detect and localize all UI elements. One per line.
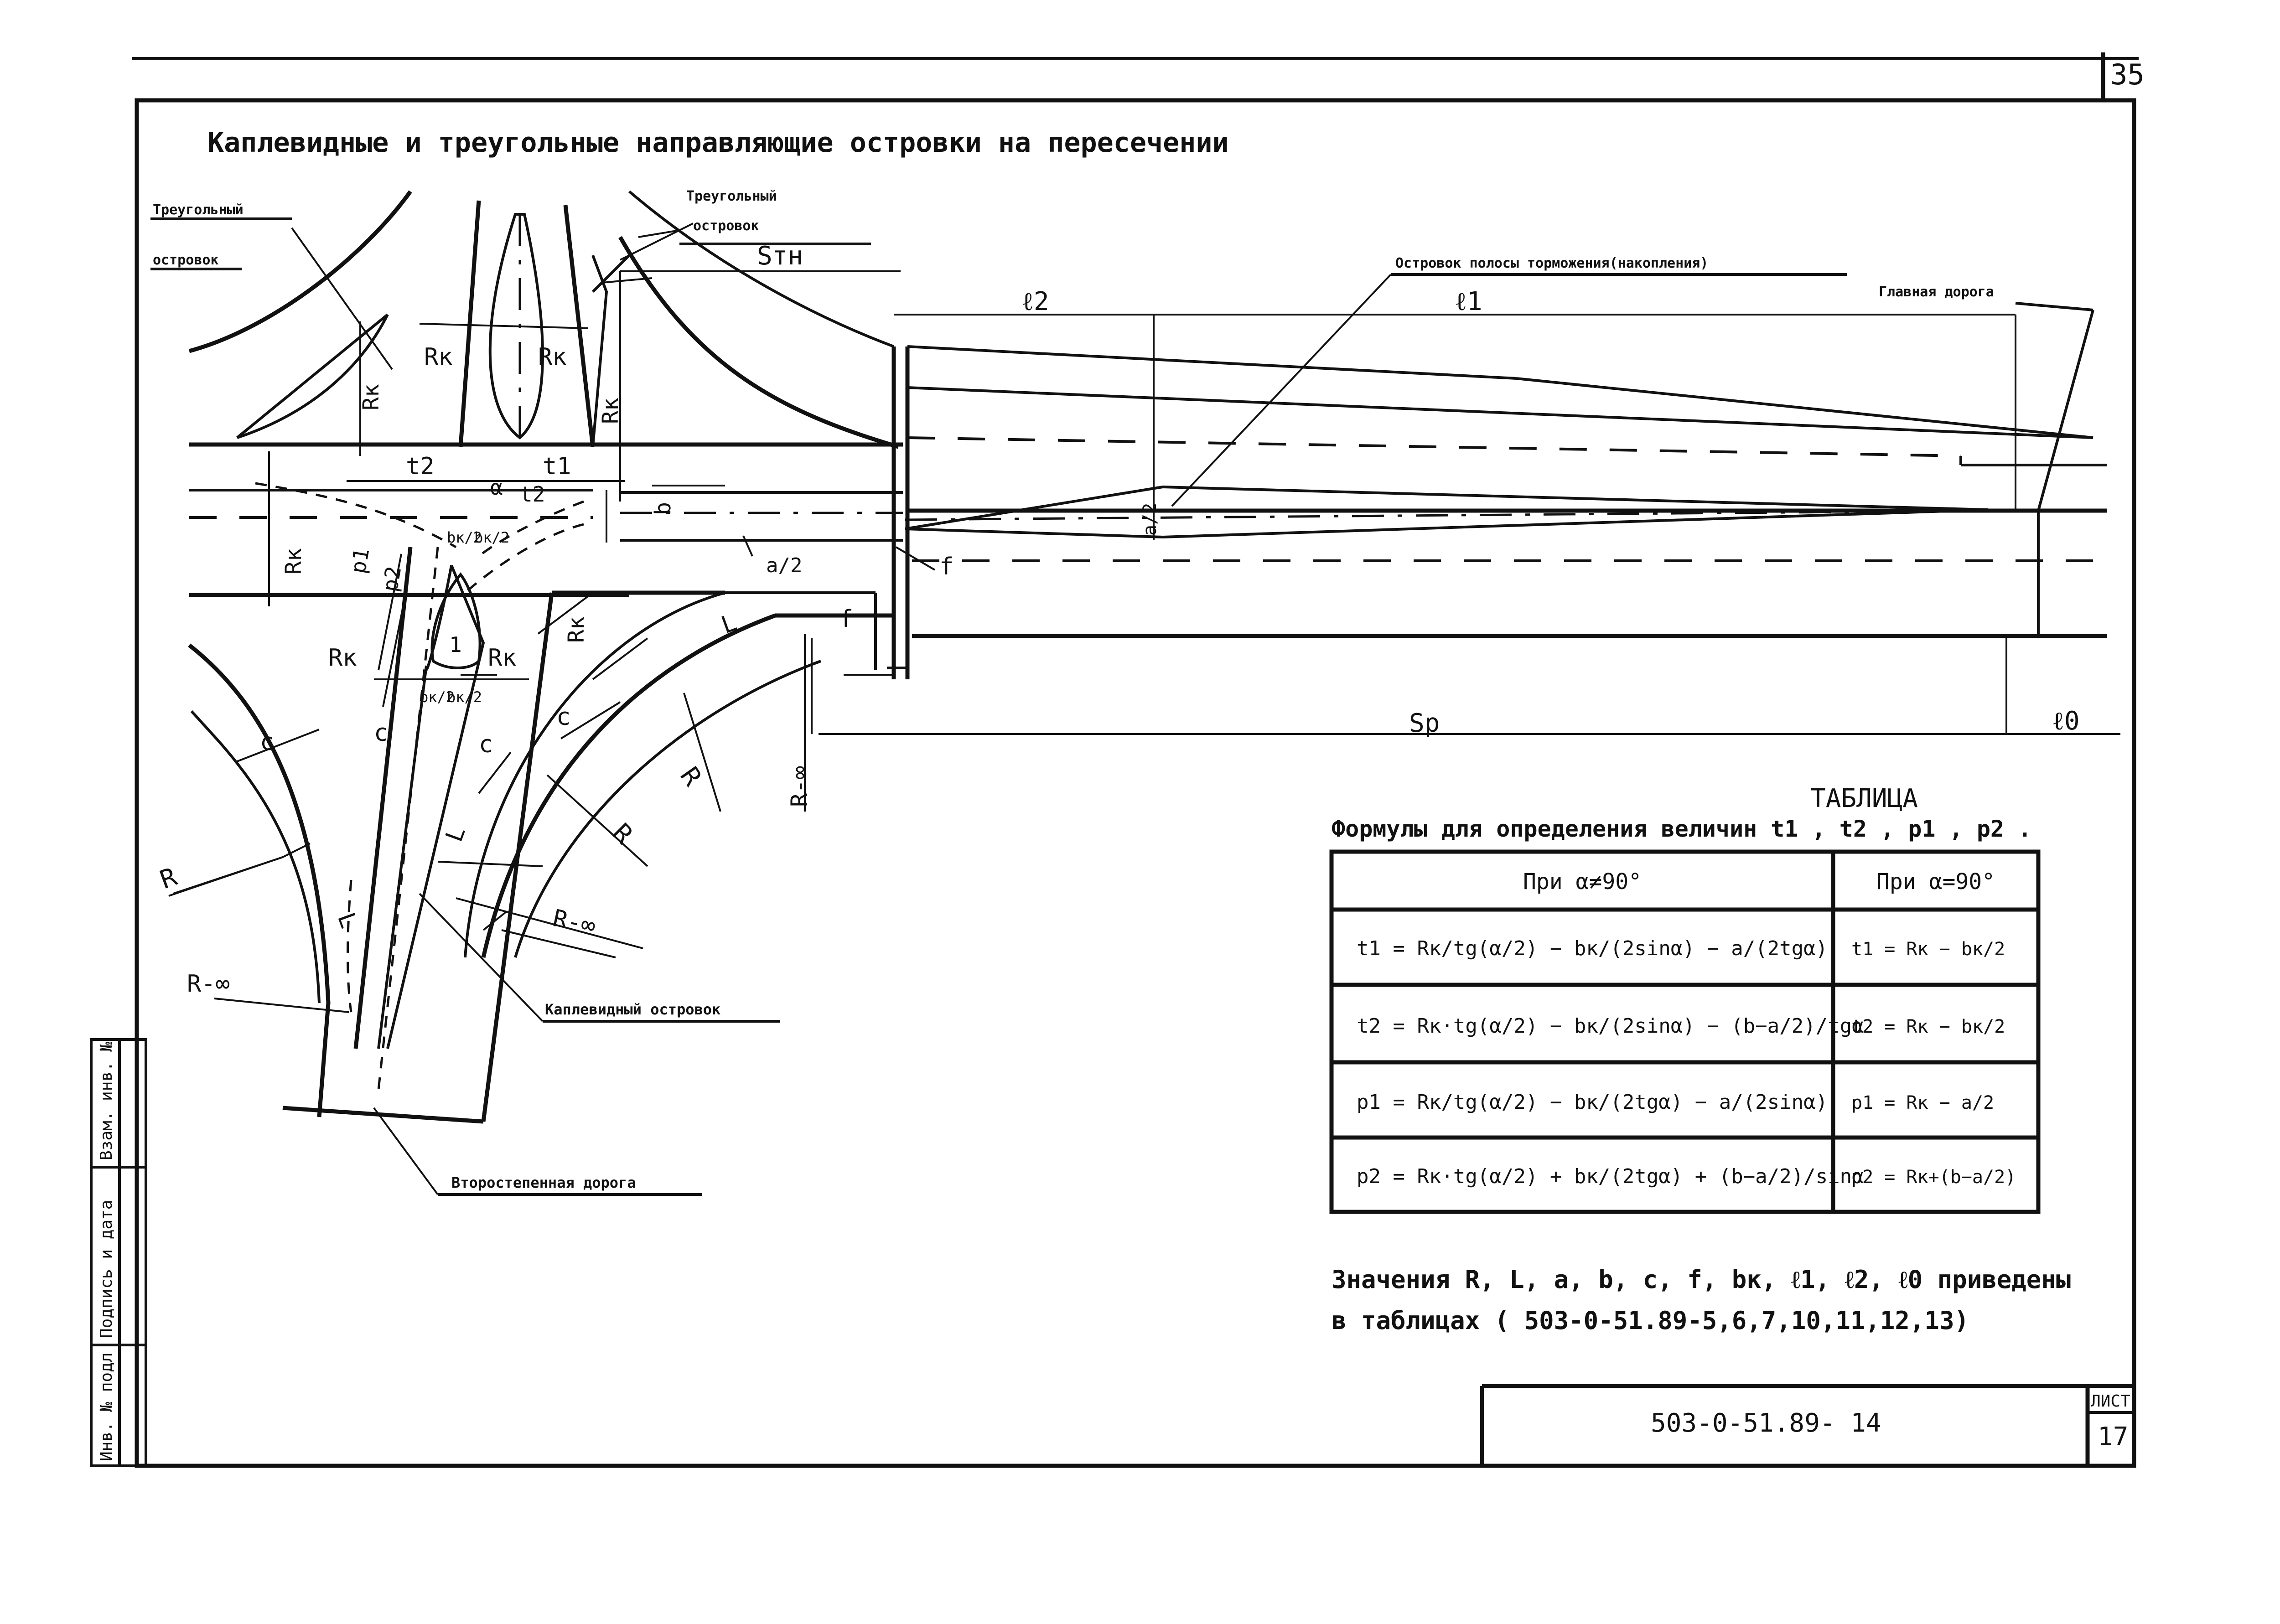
note-line-2: в таблицах ( 503-0-51.89-5,6,7,10,11,12,…: [1332, 1306, 1969, 1335]
triangular-island-left-label-2: островок: [153, 252, 219, 268]
dim-rk-4: Rк: [488, 644, 517, 672]
sheet-frame: [90, 52, 2139, 1468]
table-header-general: При α≠90°: [1523, 869, 1642, 895]
note-line-1: Значения R, L, a, b, c, f, bк, ℓ1, ℓ2, ℓ…: [1332, 1265, 2071, 1294]
table-row-1-right: t1 = Rк − bк/2: [1851, 939, 2005, 960]
table-row-2-general: t2 = Rк·tg(α/2) − bк/(2sinα) − (b−a/2)/t…: [1357, 1014, 1864, 1038]
dim-alpha: α: [490, 475, 503, 500]
dim-s-tn: Sтн: [757, 241, 803, 271]
dim-a2-2: a/2: [1140, 503, 1161, 536]
dim-rk-8: Rк: [564, 616, 589, 643]
braking-lane-island-label: Островок полосы торможения(накопления): [1395, 255, 1708, 271]
dim-one: 1: [449, 632, 462, 657]
main-road-label: Главная дорога: [1879, 284, 1994, 300]
dim-rk-2: Rк: [538, 343, 567, 371]
lower-secondary-road: [188, 482, 894, 1124]
dim-r-inf-3: R-∞: [786, 766, 813, 807]
callout-leaders: [150, 217, 1847, 1196]
dim-t1: t1: [543, 453, 571, 480]
formula-table: ТАБЛИЦА Формулы для определения величин …: [1329, 784, 2041, 1214]
dim-s-r: Sр: [1409, 709, 1440, 738]
triangular-island-left-label-1: Треугольный: [153, 202, 244, 218]
dim-c-2: c: [374, 719, 388, 747]
dim-f-1: f: [939, 553, 953, 580]
dim-bk2-2: bк/2: [474, 529, 509, 546]
stamp-inv-label: Инв. № подл: [97, 1353, 116, 1461]
stamp-replace-label: Взам. инв. №: [97, 1042, 116, 1160]
dim-l-1: L: [718, 609, 741, 639]
table-row-3-right: p1 = Rк − a/2: [1851, 1092, 1994, 1113]
dim-r-inf-1: R-∞: [187, 970, 230, 998]
callout-texts: Треугольный островок Треугольный острово…: [153, 188, 1994, 1191]
dim-rk-5: Rк: [358, 384, 384, 410]
page-number: 35: [2110, 58, 2145, 91]
dim-r-3: R: [156, 862, 181, 895]
dim-l2: ℓ2: [1021, 287, 1049, 316]
table-subtitle: Формулы для определения величин t1 , t2 …: [1332, 816, 2031, 842]
dimension-label-group: Sтн Sр ℓ1 ℓ2 ℓ0 Rк Rк Rк Rк Rк Rк Rк Rк …: [156, 241, 2080, 998]
dim-rk-7: Rк: [281, 548, 306, 574]
dim-f-2: f: [839, 605, 853, 633]
main-road: [189, 302, 2107, 679]
sheet-label: ЛИСТ: [2091, 1392, 2130, 1411]
upper-secondary-road: [188, 190, 899, 449]
sheet-number: 17: [2098, 1422, 2128, 1452]
dim-bk2-3: bк/2: [420, 688, 455, 706]
table-header-right-angle: При α=90°: [1876, 869, 1995, 895]
table-row-4-right: p2 = Rк+(b−a/2): [1851, 1167, 2016, 1188]
dim-c-1: c: [260, 729, 274, 756]
dim-bk2-1: bк/2: [447, 529, 482, 546]
dim-t2-2: t2: [520, 482, 545, 507]
dim-rk-1: Rк: [424, 343, 453, 371]
dim-b: b: [650, 502, 676, 515]
dim-r-inf-2: R-∞: [550, 905, 598, 940]
dim-c-3: c: [479, 731, 493, 758]
stamp-signature-label: Подпись и дата: [97, 1200, 116, 1338]
dimension-lines: [168, 270, 2120, 1013]
dim-l1: ℓ1: [1455, 287, 1482, 316]
dim-rk-3: Rк: [328, 644, 357, 672]
table-caption: ТАБЛИЦА: [1810, 784, 1918, 813]
table-row-2-right: t2 = Rк − bк/2: [1851, 1016, 2005, 1037]
table-row-1-general: t1 = Rк/tg(α/2) − bк/(2sinα) − a/(2tgα): [1357, 937, 1828, 960]
triangular-island-top-label-1: Треугольный: [686, 188, 777, 204]
dim-bk2-4: bк/2: [447, 688, 482, 706]
dim-t2-1: t2: [406, 453, 435, 480]
page-title: Каплевидные и треугольные направляющие о…: [207, 127, 1229, 159]
secondary-road-label: Второстепенная дорога: [451, 1174, 636, 1191]
dim-l-2: L: [440, 823, 471, 846]
table-row-3-general: p1 = Rк/tg(α/2) − bк/(2tgα) − a/(2sinα): [1357, 1091, 1828, 1114]
dim-p2: p2: [378, 564, 406, 594]
drawing-code: 503-0-51.89- 14: [1651, 1408, 1881, 1438]
table-row-4-general: p2 = Rк·tg(α/2) + bк/(2tgα) + (b−a/2)/si…: [1357, 1165, 1864, 1188]
dim-r-2: R: [606, 818, 638, 850]
dim-p1: p1: [346, 546, 374, 575]
triangular-island-top-label-2: островок: [693, 218, 759, 234]
dim-a2-1: a/2: [766, 554, 802, 577]
dim-r-1: R: [674, 762, 708, 791]
dim-rk-6: Rк: [598, 398, 623, 424]
teardrop-island-label: Каплевидный островок: [545, 1001, 720, 1018]
dim-l0: ℓ0: [2052, 706, 2080, 736]
dim-c-4: c: [556, 703, 570, 731]
